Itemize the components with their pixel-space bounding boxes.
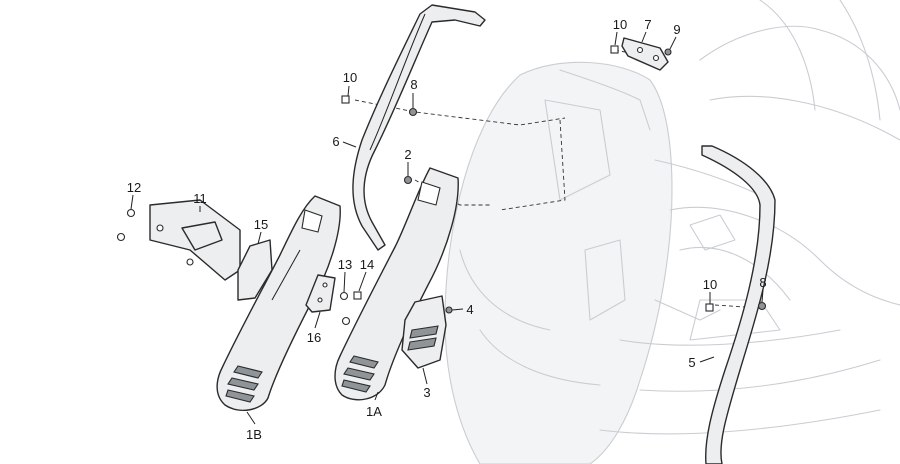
screw-8-right bbox=[757, 301, 767, 311]
callout-11: 11 bbox=[193, 191, 207, 206]
part-3-cover bbox=[401, 295, 447, 369]
part-16-clip bbox=[305, 274, 336, 313]
fasteners bbox=[116, 45, 767, 326]
callout-16: 16 bbox=[307, 330, 321, 345]
scooter-body-outline bbox=[444, 0, 900, 464]
part-1A-leg-shield bbox=[334, 167, 459, 401]
callout-14: 14 bbox=[360, 257, 374, 272]
callout-1A: 1A bbox=[366, 404, 382, 419]
callout-3: 3 bbox=[423, 385, 430, 400]
part-6-upper-trim bbox=[352, 4, 486, 251]
callout-5: 5 bbox=[688, 355, 695, 370]
callout-7: 7 bbox=[644, 17, 651, 32]
nut-10-bracket bbox=[610, 45, 619, 54]
callout-15: 15 bbox=[254, 217, 268, 232]
screw-2 bbox=[403, 175, 413, 185]
callout-10-top: 10 bbox=[343, 70, 357, 85]
washer-lower bbox=[341, 316, 351, 326]
nut-10-top bbox=[341, 95, 350, 104]
nut-14 bbox=[353, 291, 362, 300]
callout-labels: 10 8 6 2 10 7 9 11 12 15 13 14 16 4 3 1A… bbox=[127, 17, 767, 442]
part-5-side-trim bbox=[701, 145, 776, 464]
callout-10-right: 10 bbox=[703, 277, 717, 292]
part-11-bracket bbox=[149, 199, 241, 281]
callout-13: 13 bbox=[338, 257, 352, 272]
callout-6: 6 bbox=[332, 134, 339, 149]
washer-13 bbox=[339, 291, 349, 301]
part-7-bracket bbox=[621, 37, 669, 71]
callout-8-right: 8 bbox=[759, 275, 766, 290]
callout-10-bracket: 10 bbox=[613, 17, 627, 32]
callout-4: 4 bbox=[466, 302, 473, 317]
screw-8-top bbox=[408, 107, 418, 117]
callout-1B: 1B bbox=[246, 427, 262, 442]
screw-9 bbox=[664, 48, 672, 56]
callout-9: 9 bbox=[673, 22, 680, 37]
screw-12-b bbox=[116, 232, 126, 242]
callout-leaders bbox=[130, 31, 764, 425]
part-1B-leg-shield bbox=[216, 195, 341, 412]
callout-12: 12 bbox=[127, 180, 141, 195]
screw-4 bbox=[445, 306, 453, 314]
nut-10-right bbox=[705, 303, 714, 312]
part-15-plate bbox=[237, 239, 273, 301]
callout-2: 2 bbox=[404, 147, 411, 162]
screw-12-a bbox=[126, 208, 136, 218]
callout-8-top: 8 bbox=[410, 77, 417, 92]
